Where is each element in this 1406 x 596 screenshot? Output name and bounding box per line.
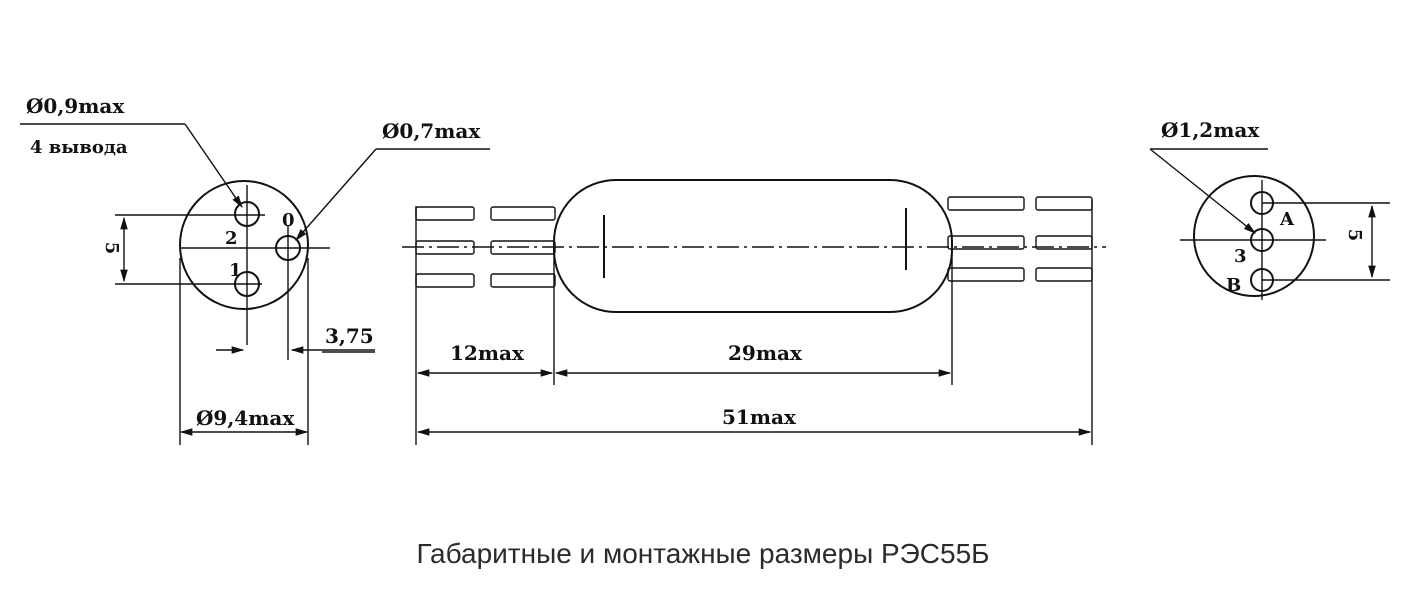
- relay-dimension-drawing: 5 Ø0,9max 4 вывода 2 0 1 3,75 Ø9,4max Ø0…: [20, 94, 1390, 445]
- right-pin-label-3: 3: [1234, 246, 1247, 267]
- right-leads: [947, 196, 1093, 282]
- total-length-label: 51max: [722, 405, 797, 429]
- relay-glass-body: [553, 179, 953, 313]
- side-view: Ø0,7max 12max: [295, 119, 1106, 445]
- left-body-diameter-label: Ø9,4max: [196, 406, 295, 430]
- left-pin-label-0: 0: [282, 210, 295, 231]
- figure-caption: Габаритные и монтажные размеры РЭС55Б: [416, 538, 990, 569]
- left-pin-diameter-label: Ø0,9max: [26, 94, 125, 118]
- body-length-label: 29max: [728, 341, 803, 365]
- right-pin-label-A: A: [1279, 209, 1295, 230]
- left-pitch-label: 5: [101, 242, 122, 255]
- right-pitch-label: 5: [1344, 229, 1365, 242]
- side-pin-diameter-label: Ø0,7max: [382, 119, 481, 143]
- right-pin-diameter-label: Ø1,2max: [1161, 118, 1260, 142]
- left-offset-label: 3,75: [325, 324, 374, 348]
- left-body-outline: [179, 180, 309, 310]
- left-pin-label-2: 2: [225, 228, 238, 249]
- right-pin-label-B: B: [1226, 275, 1241, 296]
- left-pin-label-1: 1: [229, 260, 242, 281]
- left-end-view: 5 Ø0,9max 4 вывода 2 0 1 3,75 Ø9,4max: [20, 94, 375, 445]
- lead-length-label: 12max: [450, 341, 525, 365]
- right-body-outline: [1193, 175, 1315, 297]
- right-end-view: 5 Ø1,2max A 3 B: [1149, 118, 1390, 300]
- left-pins-count-label: 4 вывода: [30, 137, 128, 158]
